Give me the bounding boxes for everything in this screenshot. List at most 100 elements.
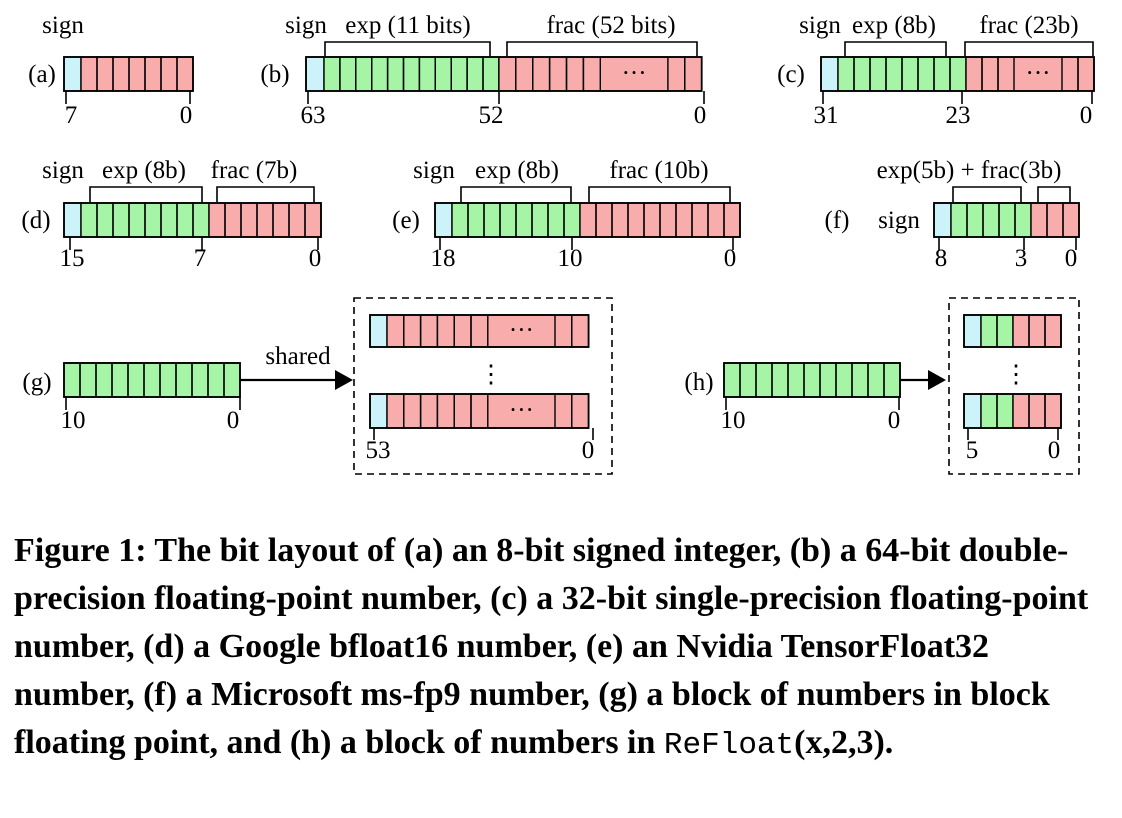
reg-a-register-outline bbox=[63, 56, 194, 92]
reg-a-frac-field bbox=[81, 57, 193, 91]
sign-label-f: sign bbox=[878, 207, 920, 234]
frac-bracket-d bbox=[216, 186, 315, 202]
reg-g-elem-2-ellipsis: ··· bbox=[509, 397, 534, 424]
bit-index-d-mid: 7 bbox=[194, 245, 207, 272]
exp-bracket-d bbox=[89, 186, 203, 202]
bit-index-d-lo: 0 bbox=[309, 245, 322, 272]
bit-layout-diagram: (a) sign 7 0 (b) sign exp (11 bits) frac (52 bi… bbox=[21, 12, 1095, 475]
bit-index-e-hi: 18 bbox=[431, 245, 456, 272]
reg-h-elem-2-register-outline bbox=[963, 393, 1062, 429]
reg-g-elem-2-sign-field bbox=[370, 394, 387, 428]
caption-end: (x,2,3). bbox=[794, 724, 894, 761]
reg-h-elem-1-sign-field bbox=[964, 315, 981, 347]
reg-c-ellipsis: ··· bbox=[1026, 60, 1051, 87]
sign-label-d: sign bbox=[42, 157, 84, 184]
frac-bracket-c bbox=[964, 41, 1094, 56]
bit-index-h-hi: 10 bbox=[721, 407, 746, 434]
exp-label-d: exp (8b) bbox=[102, 157, 186, 184]
panel-label-b: (b) bbox=[260, 61, 289, 88]
bit-index-e-mid: 10 bbox=[558, 245, 583, 272]
bit-index-c-mid: 23 bbox=[946, 102, 971, 129]
reg-h-elem-1-frac-field bbox=[1013, 315, 1061, 347]
bit-index-c-hi: 31 bbox=[814, 102, 839, 129]
reg-h-elem-2-frac-field bbox=[1013, 394, 1061, 428]
frac-label-c: frac (23b) bbox=[979, 12, 1078, 39]
bit-index-g-block-hi: 53 bbox=[366, 437, 391, 464]
bit-index-h-block-lo: 0 bbox=[1048, 437, 1061, 464]
bit-index-e-lo: 0 bbox=[724, 245, 737, 272]
reg-d-register-outline bbox=[63, 202, 322, 238]
block-box-g bbox=[353, 297, 613, 475]
reg-b-register-outline bbox=[305, 56, 703, 92]
exp-bracket-f bbox=[952, 186, 1022, 202]
reg-g-elem-2-register-outline bbox=[369, 393, 590, 429]
bit-index-f-lo: 0 bbox=[1065, 245, 1078, 272]
bit-index-c-lo: 0 bbox=[1080, 102, 1093, 129]
exp-bracket-b bbox=[324, 41, 491, 56]
reg-g-elem-1-ellipsis: ··· bbox=[509, 317, 534, 344]
caption-code: ReFloat bbox=[663, 728, 795, 763]
shared-arrowhead-h bbox=[928, 370, 946, 390]
reg-c-register-outline bbox=[820, 56, 1095, 92]
figure-caption: Figure 1: The bit layout of (a) an 8-bit… bbox=[14, 527, 1114, 770]
bit-index-f-hi: 8 bbox=[935, 245, 948, 272]
bit-index-b-mid: 52 bbox=[479, 102, 504, 129]
frac-bracket-e bbox=[588, 186, 731, 202]
panel-label-f: (f) bbox=[825, 207, 850, 234]
reg-b-exp-field bbox=[324, 57, 499, 91]
reg-c-frac-field bbox=[966, 57, 1094, 91]
reg-c-sign-field bbox=[821, 57, 838, 91]
panel-label-e: (e) bbox=[392, 207, 420, 234]
exp-label-b: exp (11 bits) bbox=[345, 12, 470, 39]
panel-label-h: (h) bbox=[684, 369, 713, 396]
reg-b-sign-field bbox=[306, 57, 324, 91]
bit-index-d-hi: 15 bbox=[60, 245, 85, 272]
reg-f-sign-field bbox=[934, 203, 951, 237]
bit-index-a-hi: 7 bbox=[65, 102, 78, 129]
reg-b-ellipsis: ··· bbox=[622, 60, 647, 87]
reg-e-register-outline bbox=[434, 202, 741, 238]
caption-text: Figure 1: The bit layout of (a) an 8-bit… bbox=[14, 532, 1089, 761]
reg-f-frac-field bbox=[1031, 203, 1079, 237]
reg-g-shared-exp-field bbox=[64, 363, 240, 397]
panel-label-g: (g) bbox=[22, 369, 51, 396]
sign-label-e: sign bbox=[413, 157, 455, 184]
bit-index-f-mid: 3 bbox=[1015, 245, 1028, 272]
bit-index-b-hi: 63 bbox=[301, 102, 326, 129]
reg-g-elem-1-register-outline bbox=[369, 314, 590, 348]
exp-label-e: exp (8b) bbox=[475, 157, 559, 184]
expfrac-label-f: exp(5b) + frac(3b) bbox=[877, 157, 1062, 184]
bit-index-a-lo: 0 bbox=[180, 102, 193, 129]
reg-f-exp-field bbox=[951, 203, 1031, 237]
reg-h-shared-exp-field bbox=[724, 363, 900, 397]
frac-label-b: frac (52 bits) bbox=[546, 12, 675, 39]
bit-index-g-block-lo: 0 bbox=[582, 437, 595, 464]
vdots-h: ⋮ bbox=[1004, 361, 1029, 388]
reg-d-sign-field bbox=[64, 203, 81, 237]
frac-bracket-f bbox=[1037, 186, 1071, 202]
frac-label-e: frac (10b) bbox=[609, 157, 708, 184]
bit-index-h-lo: 0 bbox=[888, 407, 901, 434]
exp-label-c: exp (8b) bbox=[852, 12, 936, 39]
reg-a-sign-field bbox=[64, 57, 81, 91]
panel-label-c: (c) bbox=[777, 61, 805, 88]
reg-f-register-outline bbox=[933, 202, 1080, 238]
bit-index-b-lo: 0 bbox=[694, 102, 707, 129]
reg-h-elem-2-sign-field bbox=[964, 394, 981, 428]
vdots-g: ⋮ bbox=[479, 361, 504, 388]
block-box-h bbox=[948, 297, 1080, 475]
frac-label-d: frac (7b) bbox=[211, 157, 298, 184]
panel-label-a: (a) bbox=[28, 61, 56, 88]
panel-label-d: (d) bbox=[21, 207, 50, 234]
frac-bracket-b bbox=[506, 41, 698, 56]
bit-index-h-block-hi: 5 bbox=[966, 437, 979, 464]
reg-d-frac-field bbox=[209, 203, 321, 237]
sign-label-a: sign bbox=[42, 12, 84, 39]
exp-bracket-c bbox=[844, 41, 947, 56]
shared-label: shared bbox=[265, 343, 331, 370]
shared-arrowhead bbox=[335, 370, 353, 390]
reg-h-elem-1-register-outline bbox=[963, 314, 1062, 348]
exp-bracket-e bbox=[460, 186, 572, 202]
bit-index-g-hi: 10 bbox=[61, 407, 86, 434]
sign-label-c: sign bbox=[799, 12, 841, 39]
